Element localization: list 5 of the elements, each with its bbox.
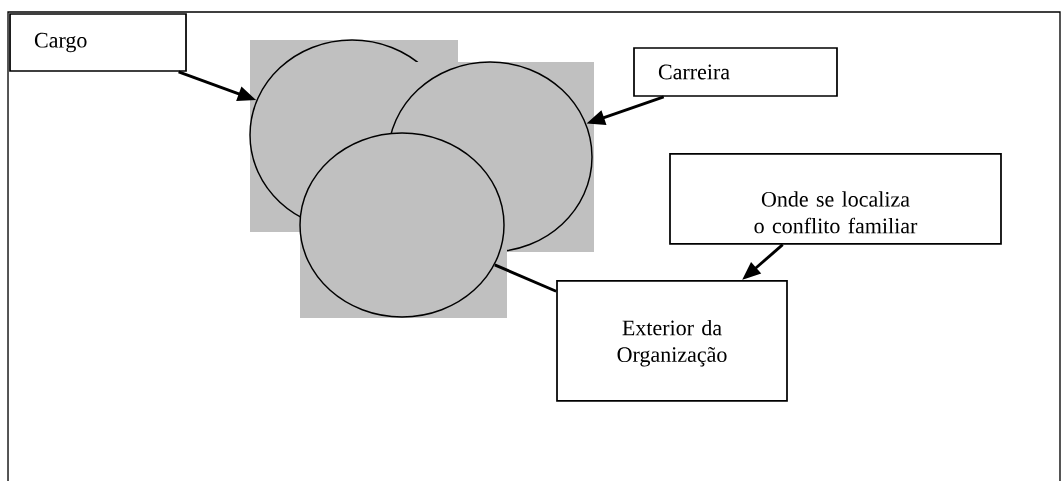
text-box: Carreira <box>633 47 838 97</box>
text-box: Onde se localiza o conflito familiar <box>669 153 1002 245</box>
text-box: Cargo <box>9 13 187 72</box>
shaded-square <box>299 132 507 318</box>
text-box: Exterior da Organização <box>556 280 788 402</box>
